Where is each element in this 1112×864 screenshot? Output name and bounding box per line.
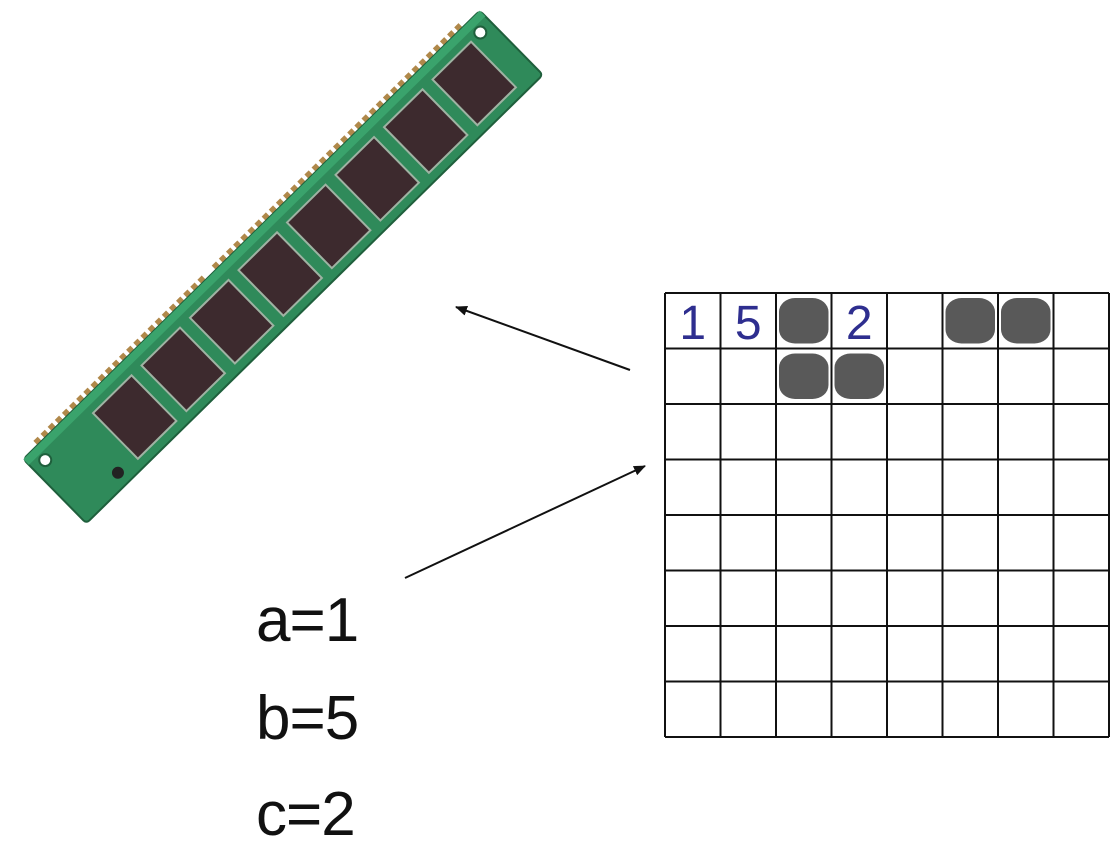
memory-cell-value: 1 [679,297,706,350]
used-memory-cell [834,353,884,399]
variable-b: b=5 [256,684,359,753]
ram-board-edge [23,10,486,465]
ram-chip [188,278,275,365]
ram-chip [285,183,372,270]
variable-c: c=2 [256,780,356,849]
ram-mount-hole [473,25,488,40]
ram-chip [334,135,421,222]
ram-chip [382,87,469,175]
ram-chip [140,326,227,413]
used-memory-cell [945,298,995,344]
ram-chip [237,230,324,318]
used-memory-cell [779,298,829,344]
ram-mount-hole [38,453,53,468]
ram-chip [431,40,518,127]
used-memory-cell [1001,298,1051,344]
ram-small-chip [111,466,124,479]
used-memory-cell [779,353,829,399]
memory-cell-value: 2 [846,297,873,350]
ram-chip [91,373,178,461]
ram-module-icon [23,10,543,523]
ram-chips [91,40,518,461]
variable-a: a=1 [256,586,359,655]
memory-cell-value: 5 [735,297,762,350]
arrow-memory-to-ram [455,306,631,371]
arrow-variables-to-memory [404,465,646,579]
